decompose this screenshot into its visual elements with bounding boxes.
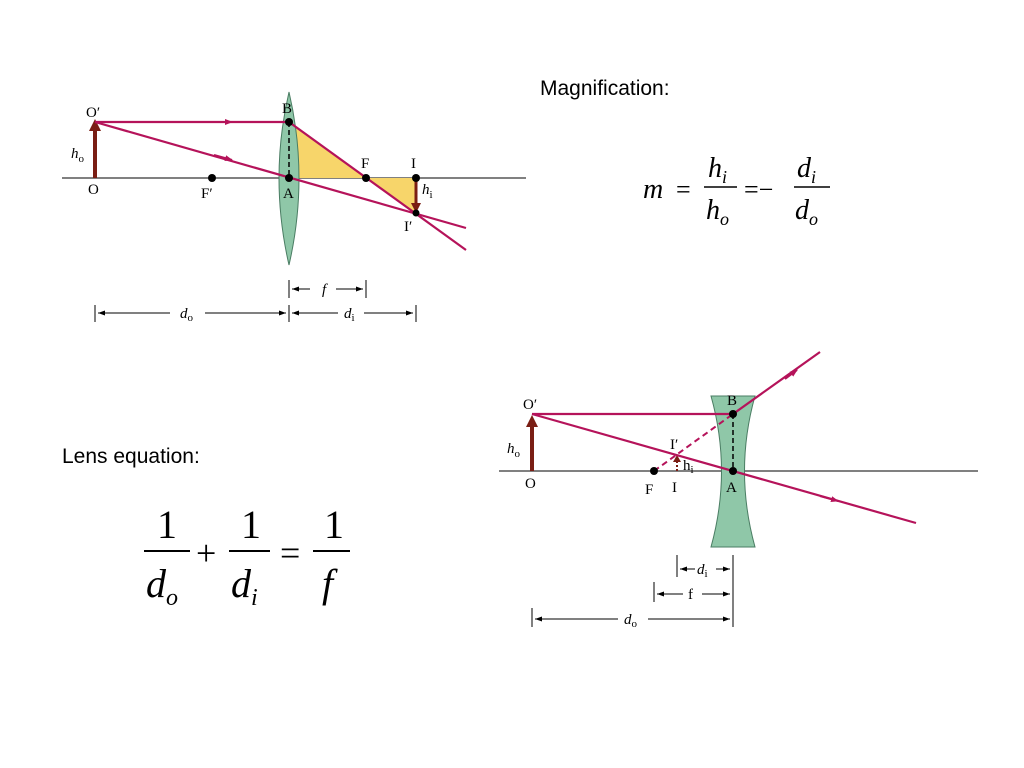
virtual-image-arrow-head bbox=[673, 455, 681, 462]
label-di-2: di bbox=[697, 562, 708, 580]
point-F-prime bbox=[208, 174, 216, 182]
magnification-formula: m = hi ho =− di do bbox=[643, 153, 830, 229]
label-A-2: A bbox=[726, 480, 737, 496]
label-O-prime-2: O′ bbox=[523, 397, 537, 413]
formula-equals: = bbox=[676, 175, 691, 204]
parallel-ray-2 bbox=[532, 351, 821, 416]
label-do: do bbox=[180, 306, 194, 324]
label-O-2: O bbox=[525, 476, 536, 492]
formula-equals-minus: =− bbox=[744, 175, 773, 204]
central-ray bbox=[94, 120, 467, 230]
dimension-do-di: do di bbox=[94, 305, 417, 324]
formula-di: di bbox=[797, 153, 816, 187]
dimension-do-2: do bbox=[531, 608, 730, 630]
lens-eq-num-1: 1 bbox=[157, 502, 177, 547]
label-I-prime-2: I′ bbox=[670, 437, 678, 453]
label-O-prime: O′ bbox=[86, 105, 100, 121]
label-f-2: f bbox=[688, 587, 693, 603]
point-F bbox=[362, 174, 370, 182]
central-ray-2 bbox=[531, 412, 917, 525]
converging-lens-diagram: O′ O ho B A F′ F I hi I′ f do di bbox=[62, 91, 526, 324]
label-do-2: do bbox=[624, 612, 638, 630]
label-F-prime: F′ bbox=[201, 186, 213, 202]
label-B: B bbox=[282, 101, 292, 117]
image-arrow-head bbox=[411, 203, 421, 213]
lens-eq-plus: + bbox=[196, 533, 216, 573]
label-hi: hi bbox=[422, 182, 433, 201]
virtual-ray-extension bbox=[653, 413, 734, 472]
formula-m: m bbox=[643, 174, 663, 205]
point-I-prime bbox=[412, 209, 420, 217]
magnification-heading: Magnification: bbox=[540, 77, 670, 100]
formula-hi: hi bbox=[708, 153, 727, 187]
lens-equation-formula: 1 do + 1 di = 1 f bbox=[144, 502, 350, 611]
label-ho-2: ho bbox=[507, 441, 521, 460]
point-A-2 bbox=[729, 467, 737, 475]
label-f: f bbox=[322, 282, 328, 298]
lens-equation-heading: Lens equation: bbox=[62, 445, 200, 468]
label-O: O bbox=[88, 182, 99, 198]
lens-eq-equals: = bbox=[280, 533, 300, 573]
lens-eq-num-3: 1 bbox=[324, 502, 344, 547]
diverging-lens-diagram: O′ O ho B A F I I′ hi di f do bbox=[499, 351, 978, 630]
point-B-2 bbox=[729, 410, 737, 418]
label-F-2: F bbox=[645, 482, 653, 498]
dimension-f-2: f bbox=[653, 582, 730, 603]
label-B-2: B bbox=[727, 393, 737, 409]
label-ho: ho bbox=[71, 146, 85, 165]
dimension-f: f bbox=[288, 280, 367, 298]
label-I-prime: I′ bbox=[404, 219, 412, 235]
lens-eq-di: di bbox=[231, 561, 258, 611]
label-I: I bbox=[411, 156, 416, 172]
point-I bbox=[412, 174, 420, 182]
lens-eq-do: do bbox=[146, 561, 178, 611]
dimension-di-2: di bbox=[676, 555, 734, 627]
label-di: di bbox=[344, 306, 355, 324]
lens-eq-f: f bbox=[322, 561, 338, 606]
label-I-2: I bbox=[672, 480, 677, 496]
point-F-2 bbox=[650, 467, 658, 475]
point-A bbox=[285, 174, 293, 182]
lens-eq-num-2: 1 bbox=[241, 502, 261, 547]
formula-ho: ho bbox=[706, 195, 729, 229]
object-arrow-head-2 bbox=[526, 415, 538, 427]
label-F: F bbox=[361, 156, 369, 172]
formula-do: do bbox=[795, 195, 818, 229]
object-arrow-head bbox=[89, 119, 101, 131]
label-A: A bbox=[283, 186, 294, 202]
label-hi-2: hi bbox=[683, 458, 694, 476]
point-B bbox=[285, 118, 293, 126]
